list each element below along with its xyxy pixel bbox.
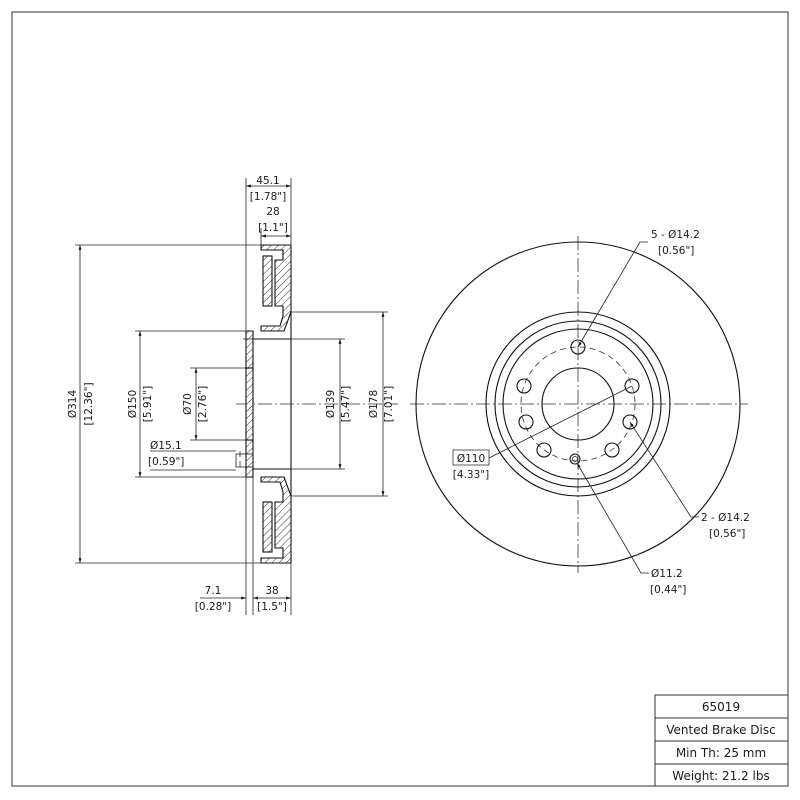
label-hat-height-in: [1.5"] <box>257 601 287 613</box>
leader-bolt-circle <box>488 385 633 459</box>
center-bore-circle <box>541 367 615 441</box>
title-cell-weight <box>654 763 789 787</box>
label-hat-diameter-in: [5.91"] <box>142 386 154 422</box>
bolt-circle <box>520 346 636 462</box>
part-number: 65019 <box>702 700 740 714</box>
hat-flange <box>245 330 254 478</box>
label-hat-height: 38 <box>265 585 278 597</box>
label-pin-hole: Ø11.2 <box>651 568 683 580</box>
label-outer-diameter-in: [12.36"] <box>83 382 95 425</box>
label-hat-diameter: Ø150 <box>127 390 139 418</box>
pin-hole <box>569 453 581 465</box>
drawing-frame <box>11 11 789 787</box>
label-extra-holes-in: [0.56"] <box>709 528 745 540</box>
rotor-section-top <box>260 244 292 332</box>
rotor-inner-plate-top <box>262 255 273 307</box>
min-thickness: Min Th: 25 mm <box>676 746 766 760</box>
label-flange-thickness: 7.1 <box>205 585 222 597</box>
title-block: 65019 Vented Brake Disc Min Th: 25 mm We… <box>654 694 789 787</box>
label-hub-diameter-in: [7.01"] <box>383 386 395 422</box>
label-bolt-holes-in: [0.56"] <box>658 245 694 257</box>
bolt-circle-box <box>452 449 490 466</box>
label-small-hole-in: [0.59"] <box>148 456 184 468</box>
extra-hole <box>518 414 534 430</box>
label-flange-thickness-in: [0.28"] <box>195 601 231 613</box>
rotor-inner-plate-bottom <box>262 501 273 553</box>
pin-hole-inner <box>572 456 578 462</box>
label-overall-width: 45.1 <box>256 175 279 187</box>
front-view: 5 - Ø14.2 [0.56"] 2 - Ø14.2 [0.56"] Ø11.… <box>410 229 750 596</box>
label-center-bore: Ø70 <box>182 393 194 415</box>
label-overall-width-in: [1.78"] <box>250 191 286 203</box>
leader-bolt-holes <box>577 241 648 348</box>
part-description: Vented Brake Disc <box>666 723 775 737</box>
label-pin-hole-in: [0.44"] <box>650 584 686 596</box>
side-section-view: 45.1 [1.78"] 28 [1.1"] Ø314 [12.36"] Ø15… <box>67 175 398 615</box>
lug-hole <box>516 378 532 394</box>
leader-extra-holes <box>629 421 699 518</box>
label-hub-diameter: Ø178 <box>368 390 380 418</box>
rotor-outer-edge <box>415 241 741 567</box>
label-rotor-thickness: 28 <box>266 206 279 218</box>
lug-hole <box>604 442 620 458</box>
hat-outer-edge <box>485 311 671 497</box>
rotor-section-bottom <box>260 476 292 564</box>
lug-hole <box>624 378 640 394</box>
label-small-hole: Ø15.1 <box>150 440 182 452</box>
label-center-bore-in: [2.76"] <box>197 386 209 422</box>
small-hole-section <box>235 453 254 468</box>
label-inner-diameter: Ø139 <box>325 390 337 418</box>
hub-face <box>502 328 654 480</box>
leader-pin-hole <box>576 462 649 574</box>
extra-hole <box>622 414 638 430</box>
weight: Weight: 21.2 lbs <box>672 769 769 783</box>
hat-inner-edge <box>494 320 662 488</box>
label-bolt-circle: Ø110 <box>457 453 485 465</box>
label-extra-holes: 2 - Ø14.2 <box>701 512 750 524</box>
label-outer-diameter: Ø314 <box>67 390 79 419</box>
label-rotor-thickness-in: [1.1"] <box>258 222 288 234</box>
label-inner-diameter-in: [5.47"] <box>340 386 352 422</box>
lug-hole <box>570 339 586 355</box>
label-bolt-holes: 5 - Ø14.2 <box>651 229 700 241</box>
label-bolt-circle-in: [4.33"] <box>453 469 489 481</box>
lug-hole <box>536 442 552 458</box>
